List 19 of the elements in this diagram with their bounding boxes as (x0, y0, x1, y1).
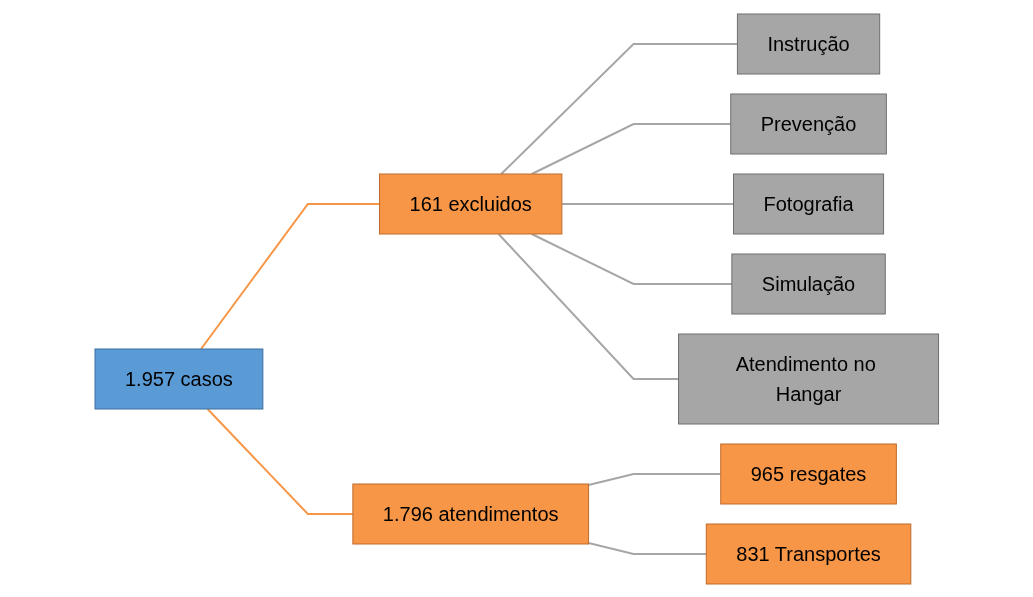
node-box: 965 resgates (719, 443, 897, 504)
node-box: 1.957 casos (94, 348, 264, 409)
node-box: 161 excluidos (378, 173, 563, 234)
connector (199, 202, 381, 350)
connector (560, 202, 735, 205)
node-box: 1.796 atendimentos (352, 483, 589, 544)
node-box: Instrução (736, 13, 880, 74)
connector (587, 472, 722, 486)
connector (499, 42, 739, 175)
connector (587, 541, 707, 555)
connector (206, 407, 354, 515)
node-box: Simulação (731, 253, 886, 314)
node-box: Prevenção (729, 93, 887, 154)
connector (497, 232, 680, 380)
node-box: Atendimento no Hangar (677, 333, 939, 424)
node-box: 831 Transportes (705, 523, 912, 584)
node-box: Fotografia (732, 173, 884, 234)
connector (530, 122, 732, 175)
connector (530, 232, 733, 285)
